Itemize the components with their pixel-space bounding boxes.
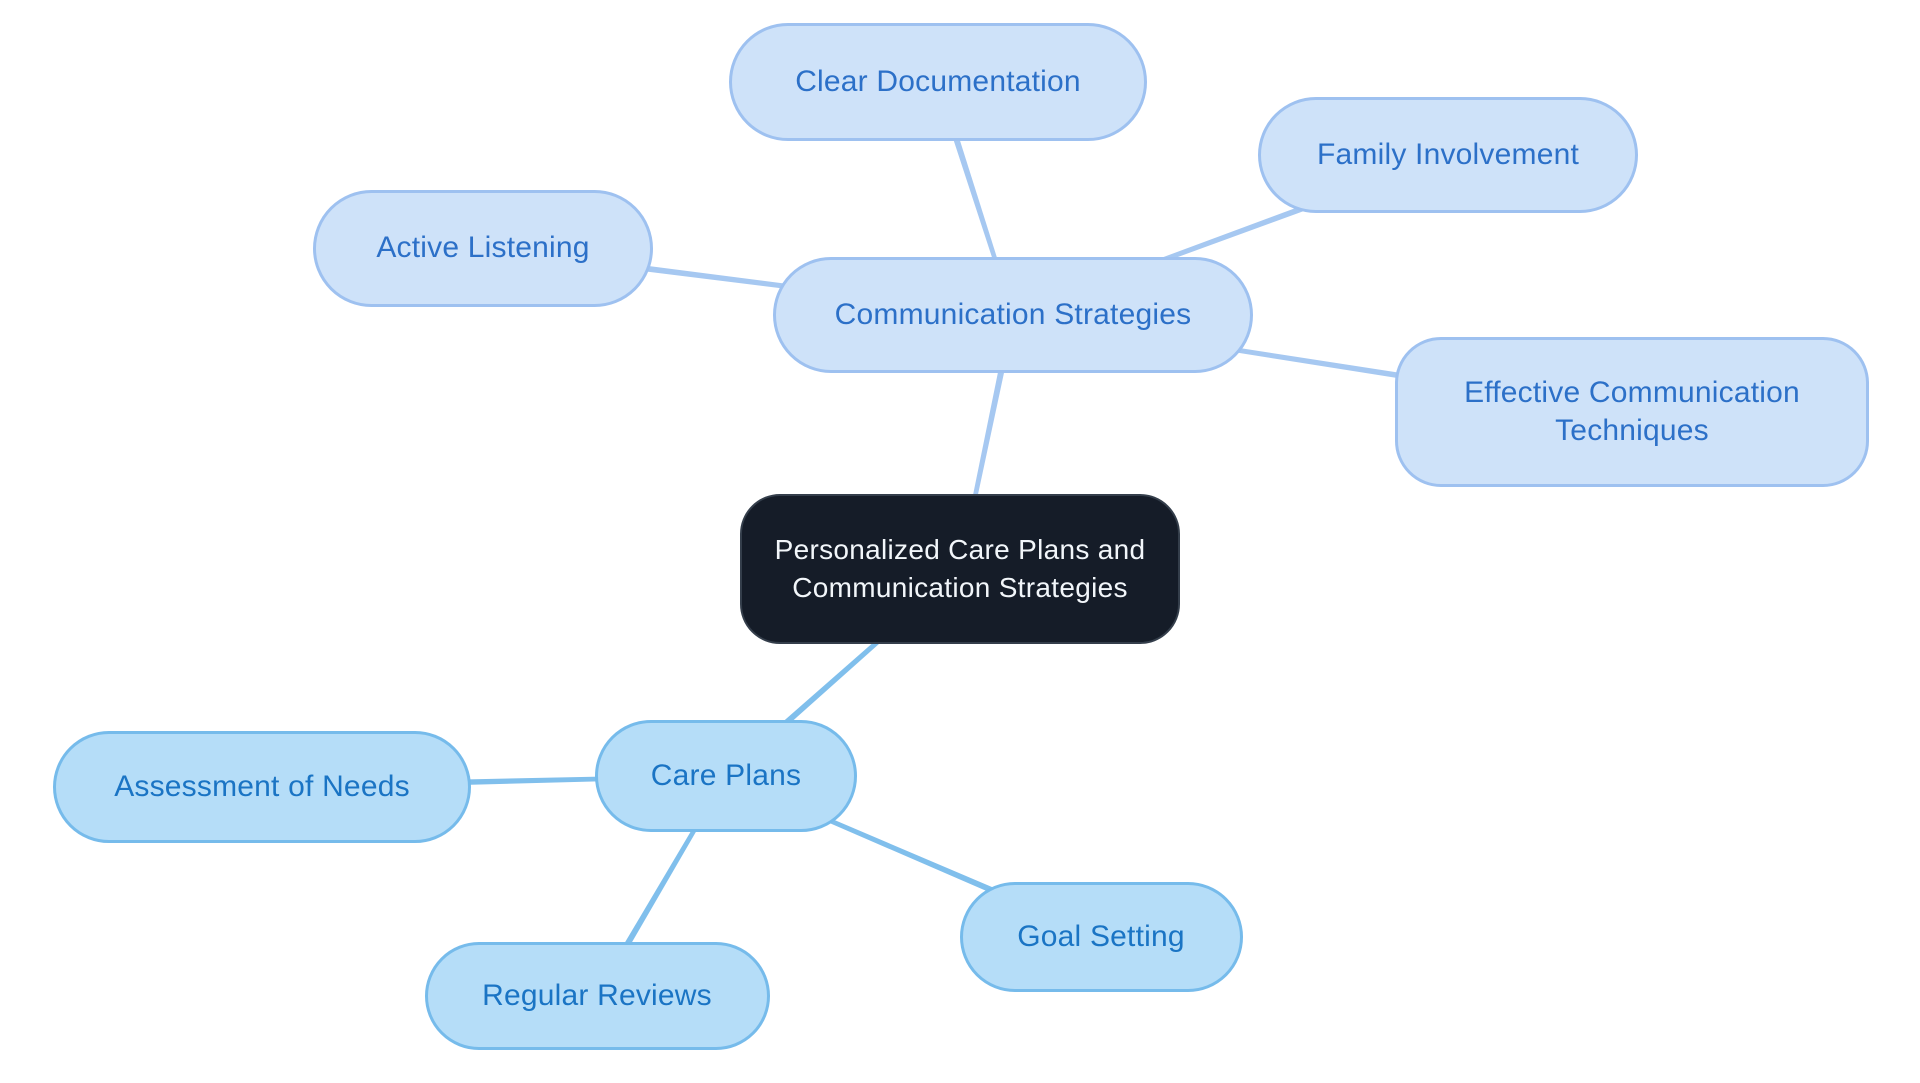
mindmap-node-family[interactable]: Family Involvement <box>1258 97 1638 213</box>
mindmap-node-active[interactable]: Active Listening <box>313 189 653 307</box>
node-label-line: Communication Strategies <box>834 298 1192 331</box>
mindmap-node-regular[interactable]: Regular Reviews <box>424 942 770 1050</box>
node-label-line: Techniques <box>1555 414 1709 447</box>
node-label-line: Assessment of Needs <box>114 770 410 803</box>
mindmap-node-care[interactable]: Care Plans <box>595 720 857 832</box>
node-label-line: Regular Reviews <box>482 979 712 1012</box>
mindmap-node-clear[interactable]: Clear Documentation <box>729 23 1147 141</box>
node-label-line: Clear Documentation <box>795 65 1081 98</box>
node-label-line: Communication Strategies <box>792 572 1128 603</box>
node-label-line: Family Involvement <box>1316 138 1579 171</box>
node-label-line: Goal Setting <box>1017 920 1185 953</box>
mindmap-node-goal[interactable]: Goal Setting <box>959 882 1243 992</box>
node-label-line: Active Listening <box>376 231 590 264</box>
node-label-line: Personalized Care Plans and <box>774 534 1146 565</box>
node-label-line: Effective Communication <box>1464 376 1800 409</box>
mindmap-node-comm[interactable]: Communication Strategies <box>773 257 1253 373</box>
mindmap-node-assessment[interactable]: Assessment of Needs <box>53 731 471 843</box>
node-label-line: Care Plans <box>650 759 802 792</box>
